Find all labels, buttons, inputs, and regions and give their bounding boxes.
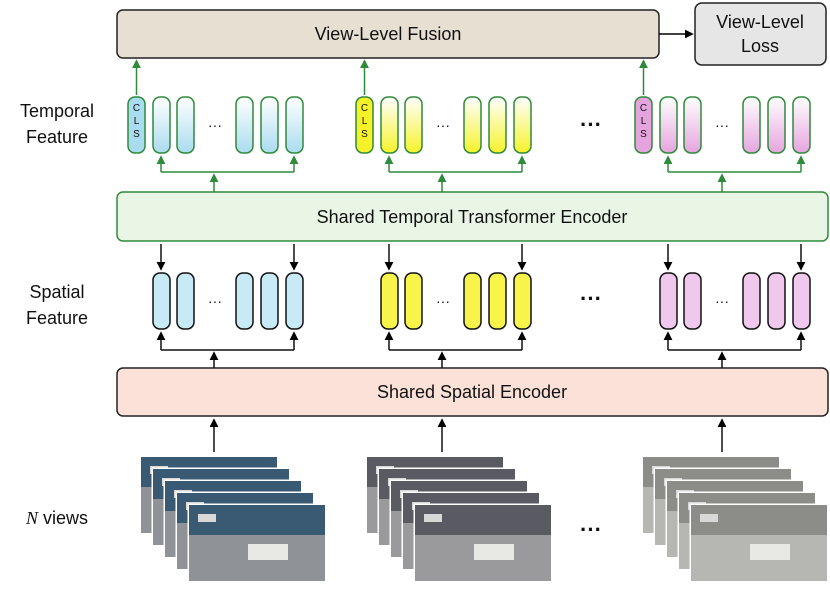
- spatial-group-ellipsis: ···: [580, 286, 602, 311]
- temporal-token-ellipsis: ···: [436, 117, 450, 133]
- view-frame-light: [198, 514, 216, 522]
- spatial-feature-label-1: Spatial: [29, 282, 84, 302]
- temporal-token: [404, 96, 423, 154]
- spatial-token: [260, 272, 279, 330]
- spatial-token: [792, 272, 811, 330]
- spatial-token-ellipsis: ···: [208, 293, 222, 309]
- spatial-encoder-label: Shared Spatial Encoder: [377, 382, 567, 402]
- temporal-token: [683, 96, 702, 154]
- cls-token-letter: S: [361, 129, 368, 140]
- cls-token: [127, 96, 146, 154]
- spatial-token: [488, 272, 507, 330]
- temporal-token: [488, 96, 507, 154]
- temporal-token: [792, 96, 811, 154]
- spatial-token: [380, 272, 399, 330]
- spatial-token: [463, 272, 482, 330]
- temporal-token-ellipsis: ···: [208, 117, 222, 133]
- spatial-token: [683, 272, 702, 330]
- view-level-loss-label-1: View-Level: [716, 12, 804, 32]
- spatial-token: [152, 272, 171, 330]
- cls-token-letter: C: [640, 103, 647, 114]
- view-frame-light: [700, 514, 718, 522]
- temporal-token: [767, 96, 786, 154]
- spatial-token: [176, 272, 195, 330]
- spatial-feature-label-2: Feature: [26, 308, 88, 328]
- spatial-token: [285, 272, 304, 330]
- view-frame-light: [424, 514, 442, 522]
- spatial-token-ellipsis: ···: [436, 293, 450, 309]
- cls-token-letter: L: [362, 116, 368, 127]
- cls-token-letter: S: [133, 129, 140, 140]
- temporal-token: [742, 96, 761, 154]
- temporal-token: [463, 96, 482, 154]
- temporal-token: [152, 96, 171, 154]
- cls-token-letter: C: [361, 103, 368, 114]
- cls-token: [355, 96, 374, 154]
- spatial-token: [513, 272, 532, 330]
- temporal-feature-label-2: Feature: [26, 127, 88, 147]
- cls-token-letter: L: [641, 116, 647, 127]
- temporal-token: [260, 96, 279, 154]
- view-frame-table: [474, 544, 514, 560]
- cls-token-letter: C: [133, 103, 140, 114]
- spatial-encoder-box: [116, 367, 829, 417]
- spatial-token: [767, 272, 786, 330]
- spatial-token-ellipsis: ···: [715, 293, 729, 309]
- view-groups: ···CLS······CLS······CLS···: [127, 59, 829, 583]
- temporal-token: [235, 96, 254, 154]
- spatial-token: [404, 272, 423, 330]
- view-frame-table: [248, 544, 288, 560]
- temporal-token: [513, 96, 532, 154]
- view-frame-table: [750, 544, 790, 560]
- cls-token-letter: L: [134, 116, 140, 127]
- view-level-loss-label-2: Loss: [741, 36, 779, 56]
- cls-token: [634, 96, 653, 154]
- spatial-token: [235, 272, 254, 330]
- temporal-token: [380, 96, 399, 154]
- temporal-token-ellipsis: ···: [715, 117, 729, 133]
- temporal-token: [176, 96, 195, 154]
- temporal-feature-label-1: Temporal: [20, 101, 94, 121]
- view-level-loss-box: [694, 2, 827, 66]
- n-views-label: N views: [25, 508, 88, 528]
- view-level-fusion-label: View-Level Fusion: [315, 24, 462, 44]
- temporal-encoder-box: [116, 191, 829, 242]
- spatial-token: [742, 272, 761, 330]
- temporal-token: [285, 96, 304, 154]
- spatial-token: [659, 272, 678, 330]
- cls-token-letter: S: [640, 129, 647, 140]
- temporal-token: [659, 96, 678, 154]
- temporal-encoder-label: Shared Temporal Transformer Encoder: [317, 207, 628, 227]
- temporal-group-ellipsis: ···: [580, 112, 602, 137]
- views-group-ellipsis: ···: [580, 517, 602, 542]
